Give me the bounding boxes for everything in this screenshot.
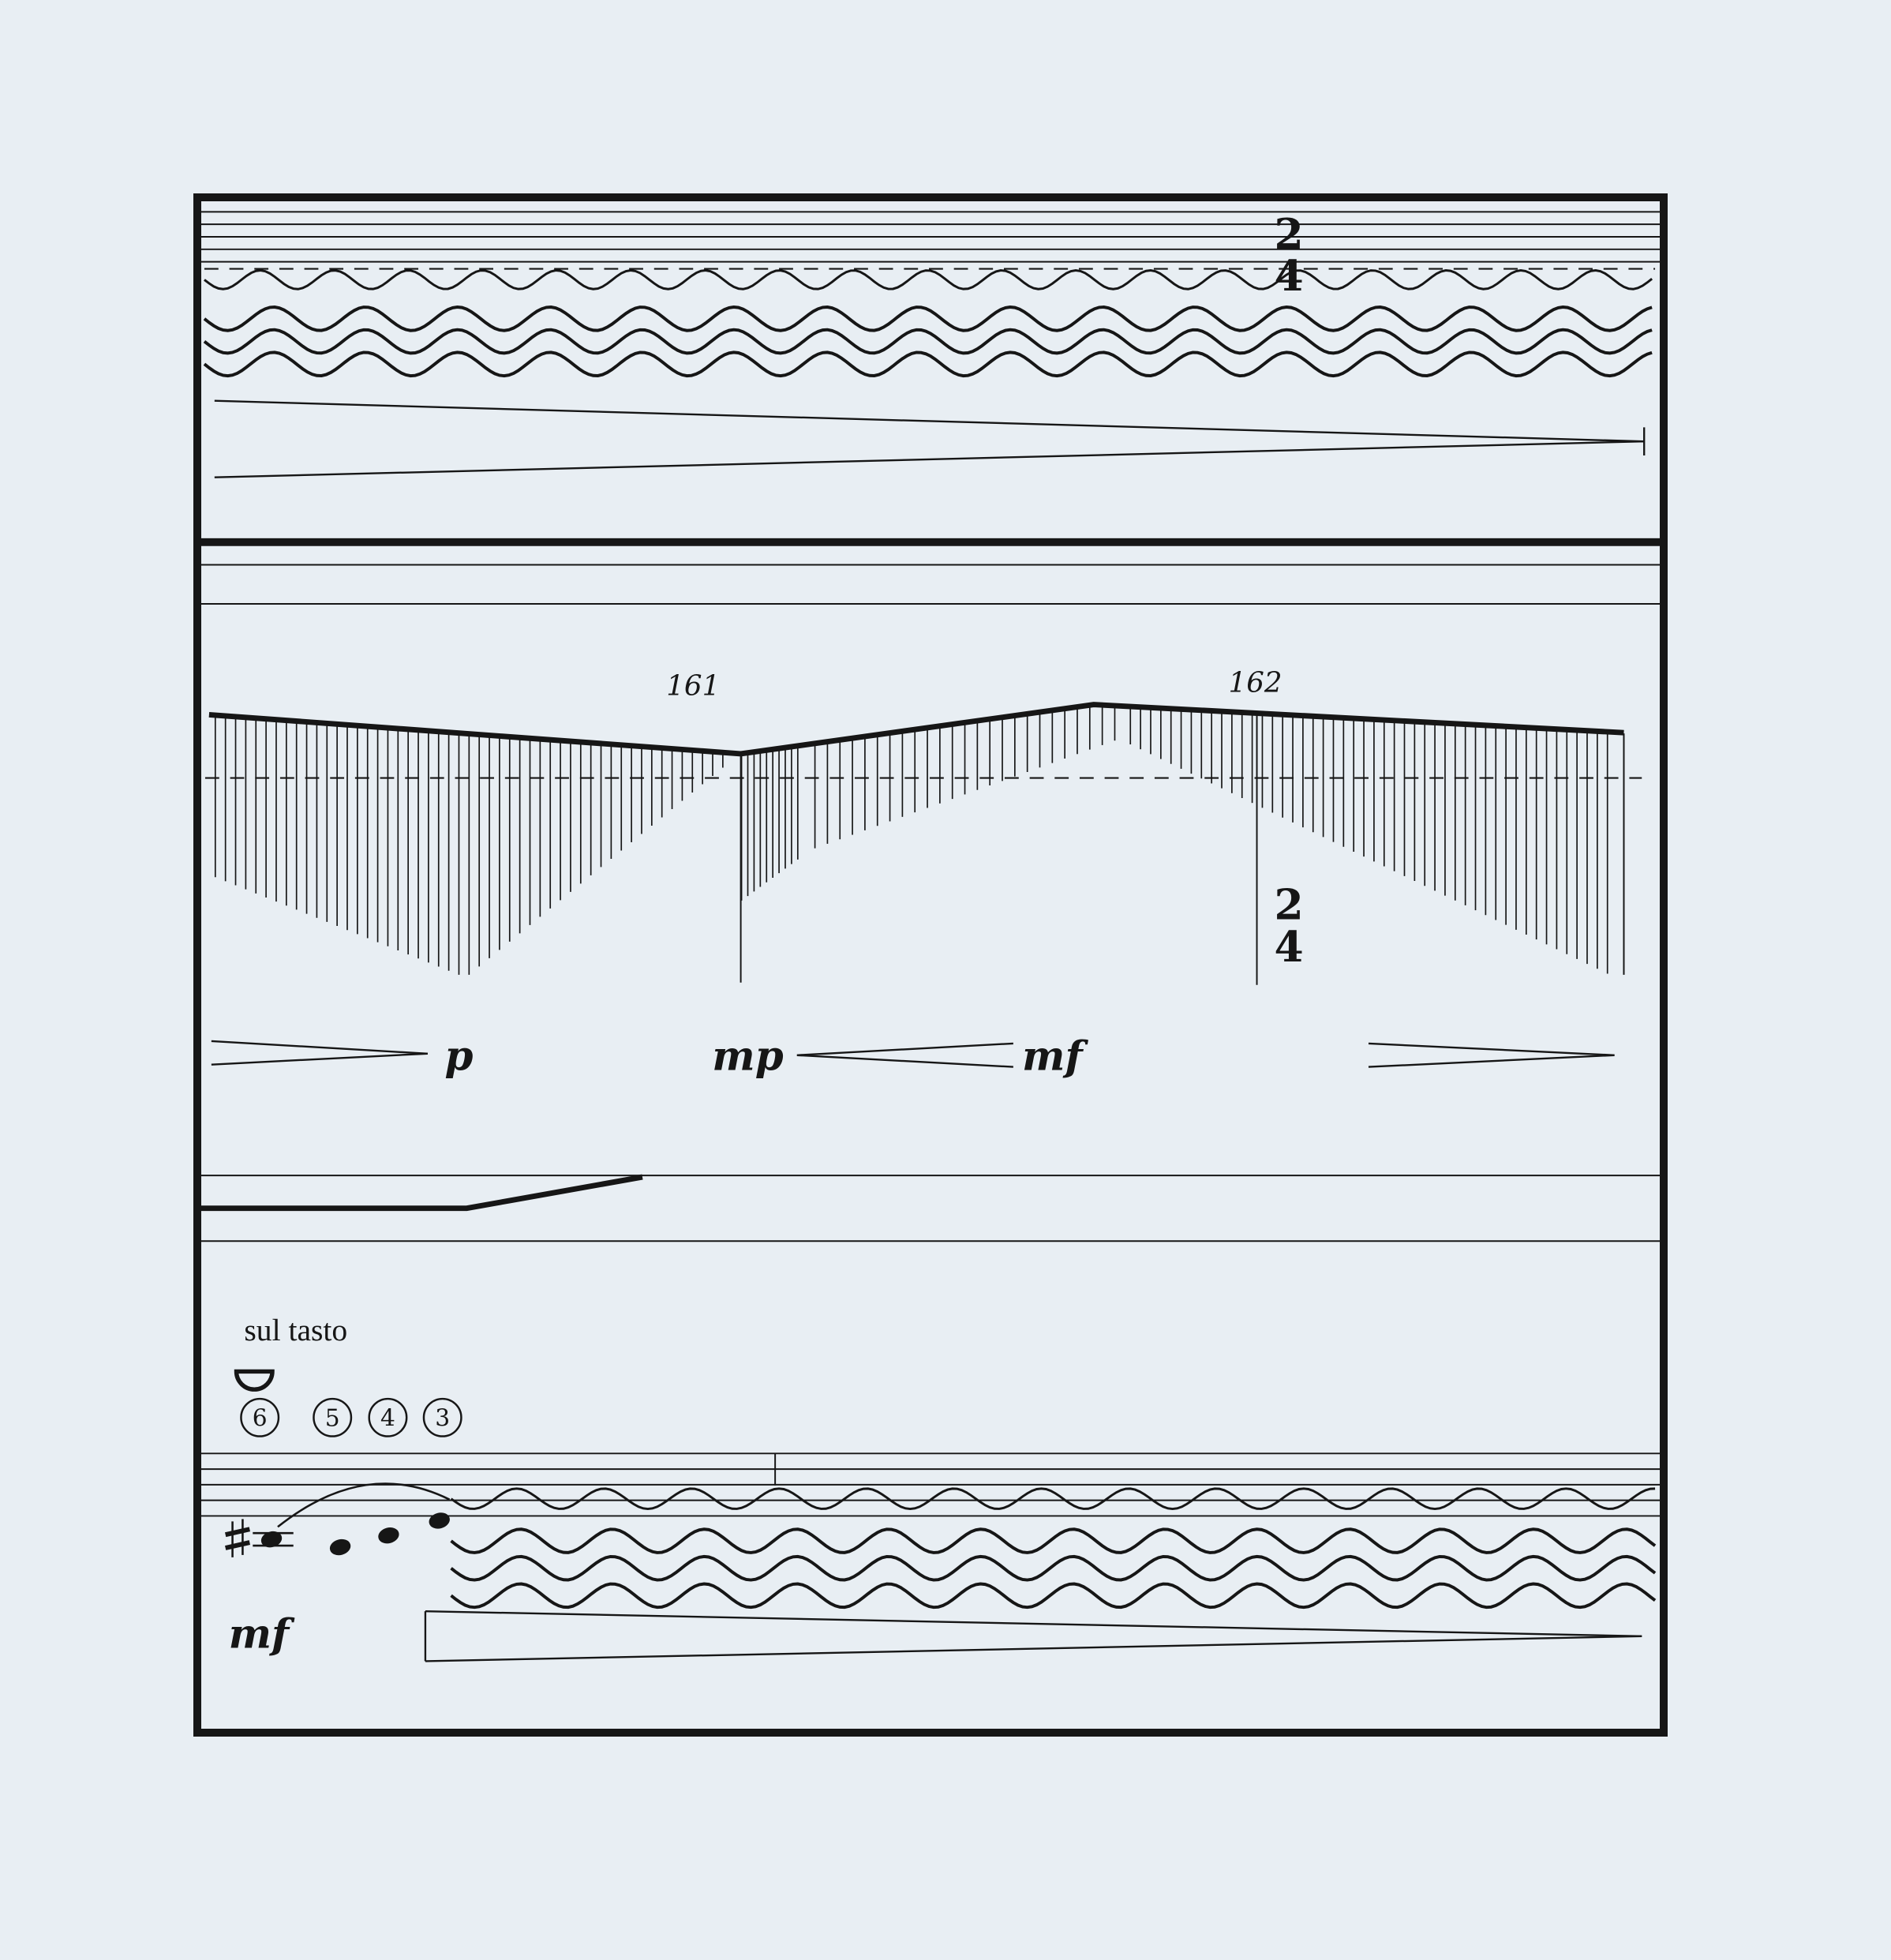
- string-number-3: 3: [422, 1397, 462, 1437]
- measure-number-161: 161: [666, 670, 720, 703]
- vibrato-wave-band-line: [450, 1554, 1657, 1582]
- sharp-cross-line: [225, 1540, 250, 1550]
- hairpin-lower-line: [1368, 1054, 1615, 1068]
- string-number-label: 6: [253, 1404, 268, 1432]
- hairpin-lower-line: [214, 440, 1645, 478]
- score-frame: 2 4 161 162 2 4 p mp: [193, 193, 1668, 1737]
- time-signature-top-denominator: 4: [1274, 251, 1303, 301]
- hairpin-upper-line: [211, 1040, 428, 1055]
- dynamic-mp: mp: [712, 1033, 783, 1081]
- string-number-circle: [368, 1397, 408, 1437]
- decrescendo-hairpin-left: [211, 1040, 428, 1066]
- wedge-upper-line: [425, 1610, 1642, 1637]
- vibrato-wave-band-line: [203, 328, 1653, 355]
- half-circle-symbol: [234, 1369, 275, 1392]
- vibrato-wave-line: [450, 1487, 1656, 1511]
- decrescendo-hairpin-top: [214, 399, 1646, 478]
- notehead: [329, 1538, 351, 1556]
- time-signature-top-numerator: 2: [1274, 209, 1303, 259]
- sharp-cross-line: [225, 1527, 250, 1538]
- vibrato-wave-band-line: [450, 1582, 1657, 1610]
- notehead: [429, 1512, 450, 1529]
- slur: [277, 1482, 451, 1528]
- hairpin-upper-line: [214, 399, 1645, 443]
- hairpin-upper-line: [796, 1042, 1013, 1056]
- sul-tasto-label: sul tasto: [244, 1313, 347, 1347]
- vibrato-wave-band-line: [450, 1527, 1657, 1554]
- string-number-label: 4: [380, 1404, 395, 1432]
- string-number-circle: [422, 1397, 462, 1437]
- hairpin-lower-line: [211, 1052, 428, 1066]
- hairpin-upper-line: [1368, 1042, 1615, 1056]
- dynamic-p: p: [444, 1033, 473, 1081]
- dynamic-mf-bottom: mf: [229, 1611, 295, 1658]
- crescendo-hairpin-middle: [796, 1042, 1013, 1068]
- string-number-4: 4: [368, 1397, 408, 1437]
- wedge-lower-line: [425, 1635, 1642, 1662]
- string-number-6: 6: [240, 1397, 280, 1437]
- score-graphics: 2 4 161 162 2 4 p mp: [201, 209, 1660, 1662]
- notehead: [378, 1527, 399, 1544]
- time-signature-mid-denominator: 4: [1274, 922, 1303, 972]
- hairpin-lower-line: [796, 1054, 1013, 1068]
- time-signature-mid-numerator: 2: [1274, 880, 1303, 930]
- sharp-accidental-icon: [225, 1519, 250, 1557]
- string-number-5: 5: [313, 1397, 353, 1437]
- string-number-circle: [313, 1397, 353, 1437]
- measure-number-162: 162: [1229, 667, 1283, 699]
- vibrato-wave-line: [204, 269, 1653, 290]
- decrescendo-hairpin-right: [1368, 1042, 1615, 1068]
- vibrato-wave-band-line: [203, 350, 1653, 378]
- string-number-label: 3: [435, 1404, 450, 1432]
- notehead: [260, 1531, 283, 1548]
- dynamic-mf: mf: [1022, 1033, 1088, 1081]
- long-decrescendo-wedge: [424, 1610, 1642, 1662]
- string-number-circle: [240, 1397, 280, 1437]
- vibrato-wave-band-line: [203, 305, 1653, 332]
- string-number-label: 5: [325, 1404, 340, 1432]
- glissando-contour-line: [201, 1174, 643, 1212]
- system-divider: [201, 538, 1660, 546]
- amplitude-contour-line: [208, 702, 1624, 757]
